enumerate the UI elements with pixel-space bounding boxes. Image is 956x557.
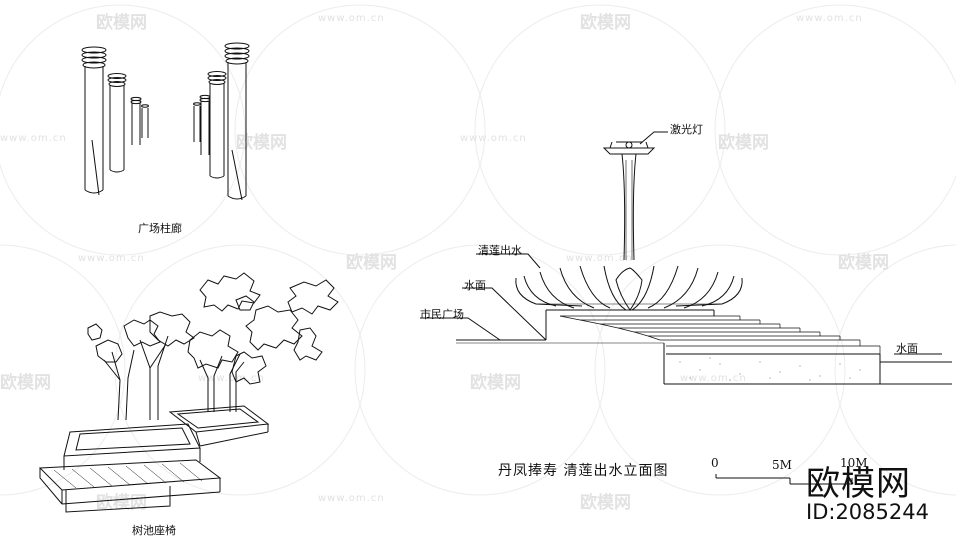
lotus-water-label: 清莲出水 xyxy=(478,244,522,257)
scale-tick-5: 5M xyxy=(772,458,792,472)
plaza-label: 市民广场 xyxy=(420,308,464,321)
water-surface-label: 水面 xyxy=(464,279,486,292)
watermark-logo: 欧模网 xyxy=(580,13,631,33)
watermark-url: www.om.cn xyxy=(460,133,527,144)
colonnade-label: 广场柱廊 xyxy=(138,222,182,235)
scale-bar-drawing xyxy=(715,474,853,485)
elevation-drawing xyxy=(420,131,952,385)
watermark-url: www.om.cn xyxy=(198,373,265,384)
colonnade-drawing xyxy=(81,42,250,201)
watermark-logo: 欧模网 xyxy=(580,493,631,513)
scale-tick-10: 10M xyxy=(840,456,868,470)
brand-logo: 欧模网 xyxy=(806,464,911,504)
watermark-url: www.om.cn xyxy=(318,13,385,24)
watermark-url: www.om.cn xyxy=(78,253,145,264)
watermark-logo: 欧模网 xyxy=(718,133,769,153)
laser-light-label: 激光灯 xyxy=(670,123,703,136)
watermark-logo: 欧模网 xyxy=(838,253,889,273)
watermark-logo: 欧模网 xyxy=(236,133,287,153)
scale-tick-0: 0 xyxy=(711,456,719,470)
watermark-url: www.om.cn xyxy=(318,493,385,504)
watermark-logo: 欧模网 xyxy=(0,373,51,393)
watermark-logo: 欧模网 xyxy=(346,253,397,273)
watermark-url: www.om.cn xyxy=(566,253,633,264)
watermark-url: www.om.cn xyxy=(0,133,67,144)
watermark-url: www.om.cn xyxy=(796,13,863,24)
tree-bench-drawing xyxy=(38,272,339,513)
brand-id: ID:2085244 xyxy=(806,500,929,524)
water-surface-label: 水面 xyxy=(896,342,918,355)
watermark-url: www.om.cn xyxy=(680,373,747,384)
watermark-logo: 欧模网 xyxy=(470,373,521,393)
watermark-logo: 欧模网 xyxy=(96,13,147,33)
elevation-title: 丹凤捧寿 清莲出水立面图 xyxy=(498,463,669,479)
tree-bench-label: 树池座椅 xyxy=(132,524,176,537)
